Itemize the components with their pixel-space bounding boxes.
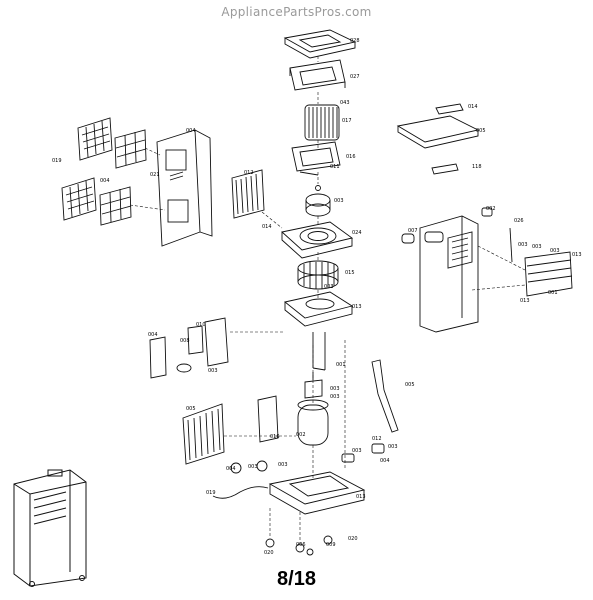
- part-labels: 028 027 043 017 016 011 003 024 015 003 013 001 003 0…: [52, 38, 582, 556]
- part-label: 003: [532, 244, 542, 250]
- top-cover-part: [283, 29, 357, 59]
- rear-panel-part: [156, 129, 213, 247]
- part-label: 001: [336, 362, 346, 368]
- part-label: 016: [346, 154, 356, 160]
- condenser-coil-part: [231, 169, 265, 219]
- bottom-tray-part: [283, 291, 354, 327]
- part-label: 003: [388, 444, 398, 450]
- unit-thumbnail: [13, 469, 87, 587]
- part-label: 004: [100, 178, 110, 184]
- part-label: 003: [334, 198, 344, 204]
- part-label: 026: [514, 218, 524, 224]
- part-label: 011: [330, 164, 340, 170]
- part-label: 012: [244, 170, 254, 176]
- part-label: 007: [408, 228, 418, 234]
- part-label: 003: [518, 242, 528, 248]
- part-label: 004: [226, 466, 236, 472]
- control-box-part: [149, 317, 229, 379]
- part-label: 019: [52, 158, 62, 164]
- part-label: 016: [270, 434, 280, 440]
- part-label: 024: [352, 230, 362, 236]
- upper-housing-part: [289, 59, 346, 91]
- part-label: 009: [326, 542, 336, 548]
- part-label: 010: [196, 322, 206, 328]
- pipe-part: [371, 359, 399, 433]
- part-label: 003: [330, 394, 340, 400]
- mid-housing-part: [291, 141, 341, 176]
- part-label: 020: [264, 550, 274, 556]
- part-label: 015: [345, 270, 355, 276]
- part-label: 118: [472, 164, 482, 170]
- part-label: 017: [342, 118, 352, 124]
- leader-lines: [129, 56, 526, 544]
- valve-parts: [341, 443, 385, 463]
- part-label: 002: [296, 432, 306, 438]
- part-label: 014: [262, 224, 272, 230]
- lower-fan-wheel-part: [297, 260, 339, 290]
- part-label: 005: [476, 128, 486, 134]
- part-label: 020: [348, 536, 358, 542]
- part-label: 008: [180, 338, 190, 344]
- part-label: 003: [330, 386, 340, 392]
- control-panel-part: [396, 103, 480, 175]
- part-label: 013: [572, 252, 582, 258]
- part-label: 014: [468, 104, 478, 110]
- part-label: 003: [324, 284, 334, 290]
- part-label: 006: [296, 542, 306, 548]
- part-label: 003: [278, 462, 288, 468]
- upper-fan-wheel-part: [304, 104, 340, 141]
- part-label: 002: [486, 206, 496, 212]
- filter-screens-part: [61, 117, 147, 226]
- watermark: AppliancePartsPros.com: [221, 5, 372, 19]
- part-label: 004: [148, 332, 158, 338]
- part-label: 005: [186, 406, 196, 412]
- fan-shroud-part: [281, 221, 354, 259]
- small-fittings-part: [401, 207, 513, 263]
- part-label: 004: [186, 128, 196, 134]
- part-label: 005: [405, 382, 415, 388]
- base-tray-part: [268, 471, 366, 515]
- part-label: 013: [520, 298, 530, 304]
- support-rods-part: [312, 332, 326, 371]
- part-label: 003: [352, 448, 362, 454]
- drain-hose-part: [212, 460, 269, 499]
- part-label: 003: [208, 368, 218, 374]
- part-label: 027: [350, 74, 360, 80]
- part-label: 028: [350, 38, 360, 44]
- part-label: 001: [548, 290, 558, 296]
- evaporator-coil-part: [182, 395, 279, 465]
- part-label: 004: [380, 458, 390, 464]
- part-label: 013: [352, 304, 362, 310]
- part-label: 021: [150, 172, 160, 178]
- part-label: 013: [356, 494, 366, 500]
- part-label: 003: [248, 464, 258, 470]
- page-number: 8/18: [277, 568, 316, 590]
- part-label: 019: [206, 490, 216, 496]
- side-coil-part: [524, 251, 573, 297]
- front-panel-part: [419, 215, 479, 333]
- part-label: 043: [340, 100, 350, 106]
- motor-part: [305, 185, 331, 217]
- part-label: 003: [550, 248, 560, 254]
- part-label: 012: [372, 436, 382, 442]
